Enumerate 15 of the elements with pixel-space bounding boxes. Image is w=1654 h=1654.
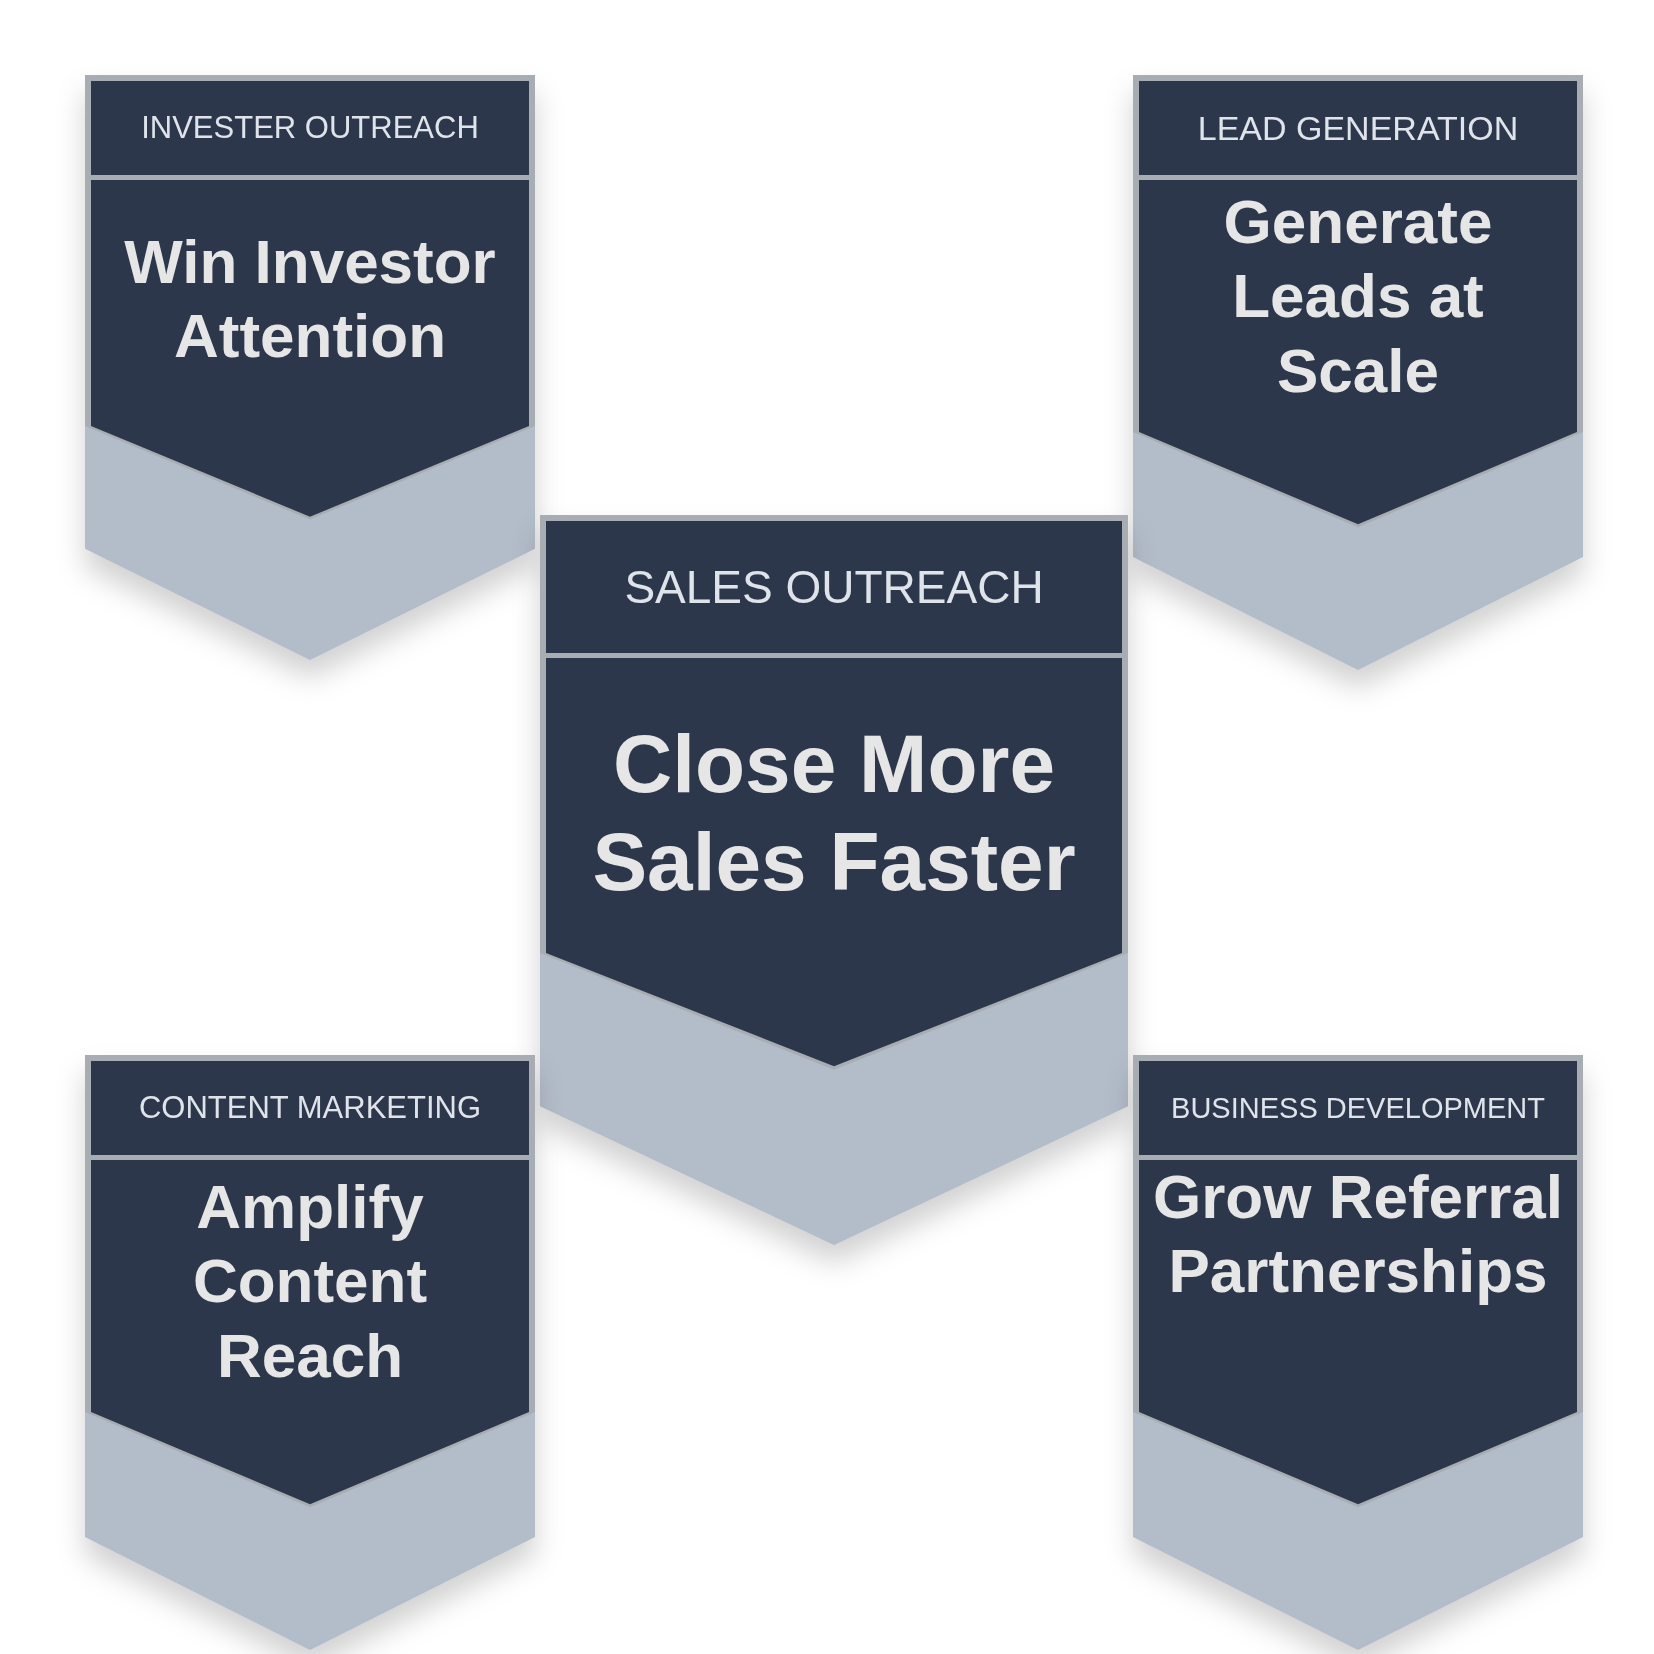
banner-heading: CONTENT MARKETING bbox=[138, 1090, 482, 1126]
banner-title: Win Investor Attention bbox=[123, 226, 497, 373]
banner-heading: BUSINESS DEVELOPMENT bbox=[1171, 1091, 1545, 1125]
banner-heading: INVESTER OUTREACH bbox=[141, 110, 479, 146]
banner-heading: SALES OUTREACH bbox=[624, 560, 1044, 614]
chevron-banner bbox=[1133, 75, 1583, 670]
banner-title: Grow Referral Partnerships bbox=[1152, 1161, 1564, 1308]
chevron-banner bbox=[540, 515, 1128, 1245]
banner-title: Amplify Content Reach bbox=[191, 1171, 429, 1392]
chevron-banner bbox=[85, 1055, 535, 1650]
chevron-banner bbox=[85, 75, 535, 660]
chevron-banner bbox=[1133, 1055, 1583, 1650]
banner-title: Generate Leads at Scale bbox=[1222, 186, 1494, 407]
banner-title: Close More Sales Faster bbox=[591, 717, 1077, 910]
banner-heading: LEAD GENERATION bbox=[1197, 108, 1519, 148]
